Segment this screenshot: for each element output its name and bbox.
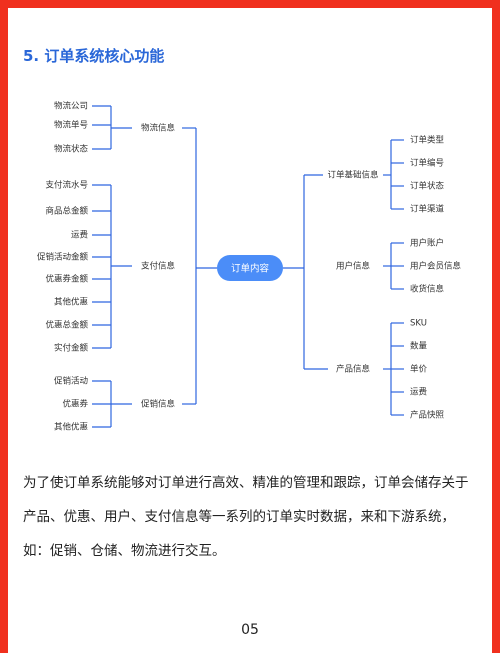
center-node-label: 订单内容	[231, 263, 270, 275]
leaf-node: 促销活动	[54, 376, 89, 387]
leaf-node: 商品总金额	[45, 206, 88, 217]
mind-map-diagram: 物流公司物流单号物流状态物流信息支付流水号商品总金额运费促销活动金额优惠券金额其…	[37, 101, 462, 433]
branch-node: 产品信息	[336, 364, 371, 375]
page-number: 05	[241, 622, 259, 638]
leaf-node: 订单编号	[410, 158, 444, 169]
leaf-node: 其他优惠	[54, 297, 88, 308]
leaf-node: 优惠券金额	[45, 274, 88, 285]
leaf-node: 优惠总金额	[45, 320, 88, 331]
leaf-node: 订单渠道	[410, 204, 445, 215]
leaf-node: 数量	[410, 341, 428, 352]
branch-node: 支付信息	[141, 261, 176, 272]
leaf-node: 运费	[71, 230, 89, 241]
center-node-pill	[217, 255, 283, 281]
leaf-node: 其他优惠	[54, 422, 88, 433]
leaf-node: SKU	[410, 319, 427, 329]
branch-node: 用户信息	[336, 261, 371, 272]
leaf-node: 单价	[410, 364, 428, 375]
leaf-node: 支付流水号	[45, 180, 88, 191]
branch-node: 促销信息	[141, 399, 176, 410]
leaf-node: 收货信息	[410, 284, 445, 295]
description-paragraph: 为了使订单系统能够对订单进行高效、精准的管理和跟踪，订单会储存关于产品、优惠、用…	[23, 475, 469, 559]
leaf-node: 用户账户	[410, 238, 444, 249]
branch-node: 订单基础信息	[327, 170, 379, 181]
leaf-node: 产品快照	[410, 410, 445, 421]
leaf-node: 订单类型	[410, 135, 445, 146]
leaf-node: 优惠券	[62, 399, 88, 410]
leaf-node: 用户会员信息	[410, 261, 462, 272]
page: 5. 订单系统核心功能 物流公司物流单号物流状态 物流信息支付流水号商品总金额运费…	[8, 8, 492, 653]
leaf-node: 订单状态	[410, 181, 445, 192]
branch-node: 物流信息	[141, 123, 176, 134]
leaf-node: 实付金额	[54, 343, 89, 354]
leaf-node: 物流状态	[54, 144, 89, 155]
leaf-node: 运费	[410, 387, 428, 398]
section-title: 5. 订单系统核心功能	[23, 47, 165, 65]
leaf-node: 物流单号	[54, 120, 88, 131]
leaf-node: 物流公司	[54, 101, 88, 112]
leaf-node: 促销活动金额	[37, 252, 89, 263]
